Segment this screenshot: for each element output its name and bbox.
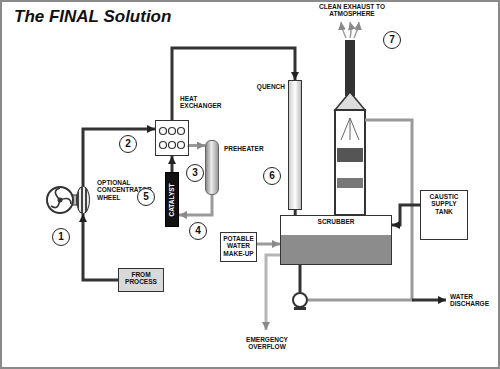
heat-exchanger-tubes [160, 128, 185, 149]
heat-exchanger: HEAT EXCHANGER [155, 120, 189, 156]
recirculation-pipe-part [412, 299, 446, 302]
source-box: FROM PROCESS [118, 268, 164, 292]
heat-exchanger-tubes-part [178, 128, 185, 135]
node-label: CATALYST [168, 183, 175, 216]
flow-connector [257, 243, 280, 246]
exhaust-plume-part [354, 22, 359, 38]
callout-number: 6 [263, 167, 281, 185]
heat-exchanger-tubes-part [160, 128, 167, 135]
fan-part [51, 188, 71, 208]
callout-number: 2 [119, 135, 137, 153]
recirculation-pipe-part [266, 255, 280, 330]
scrubber-tank: SCRUBBER [280, 215, 392, 265]
concentrator-wheel: OPTIONAL CONCENTRATOR WHEEL [76, 186, 90, 214]
quench-column: QUENCH [288, 80, 302, 210]
scrubber-tower-part [337, 148, 363, 162]
flow-connector [83, 129, 155, 186]
flow-connector [392, 205, 420, 225]
recirculation-pipe-part [299, 265, 302, 293]
node-label: CAUSTIC SUPPLY TANK [421, 191, 467, 217]
pump-part [293, 293, 307, 307]
heat-exchanger-tubes-part [169, 128, 176, 135]
flow-connector [83, 214, 118, 280]
fan-part [47, 187, 73, 213]
fan [47, 187, 77, 213]
callout-number: 4 [189, 222, 207, 240]
callout-number: 3 [186, 164, 204, 182]
diagram-title: The FINAL Solution [14, 7, 171, 27]
heat-exchanger-tubes-part [169, 142, 176, 149]
pump [293, 293, 307, 310]
node-label: FROM PROCESS [119, 269, 163, 288]
exhaust-plume-part [350, 22, 351, 38]
flow-connector [172, 48, 295, 120]
flow-connector [189, 144, 205, 147]
flow-connector [179, 195, 212, 215]
exhaust-plume-part [341, 22, 346, 38]
preheater: PREHEATER [205, 140, 219, 195]
recirculation-pipe-part [307, 120, 412, 300]
heat-exchanger-tubes-part [160, 142, 167, 149]
node-label: PREHEATER [224, 145, 274, 152]
scrubber-tower-part [337, 178, 363, 188]
exhaust-plume [341, 22, 359, 38]
catalyst-bed: CATALYST [165, 172, 179, 227]
flow-connector [171, 156, 174, 172]
node-label: QUENCH [243, 83, 285, 90]
scrubber-tower-part [341, 118, 359, 140]
caustic-tank: CAUSTIC SUPPLY TANK [420, 190, 468, 240]
scrubber-tower-part [335, 110, 365, 215]
node-label: HEAT EXCHANGER [180, 95, 230, 110]
fan-part [58, 198, 63, 203]
node-label: SCRUBBER [281, 216, 391, 227]
annotation: WATER DISCHARGE [450, 293, 496, 308]
scrubber-tower [335, 40, 365, 215]
callout-number: 1 [52, 228, 70, 246]
callout-number: 7 [383, 31, 401, 49]
callout-number: 5 [137, 188, 155, 206]
water-makeup-box: POTABLE WATER MAKE-UP [220, 232, 257, 262]
pump-part [294, 307, 306, 310]
node-label: POTABLE WATER MAKE-UP [221, 233, 256, 259]
annotation: EMERGENCY OVERFLOW [236, 336, 298, 351]
heat-exchanger-tubes-part [178, 142, 185, 149]
scrubber-tower-part [345, 40, 355, 96]
scrubber-tower-part [335, 92, 365, 110]
annotation: CLEAN EXHAUST TO ATMOSPHERE [312, 3, 392, 18]
